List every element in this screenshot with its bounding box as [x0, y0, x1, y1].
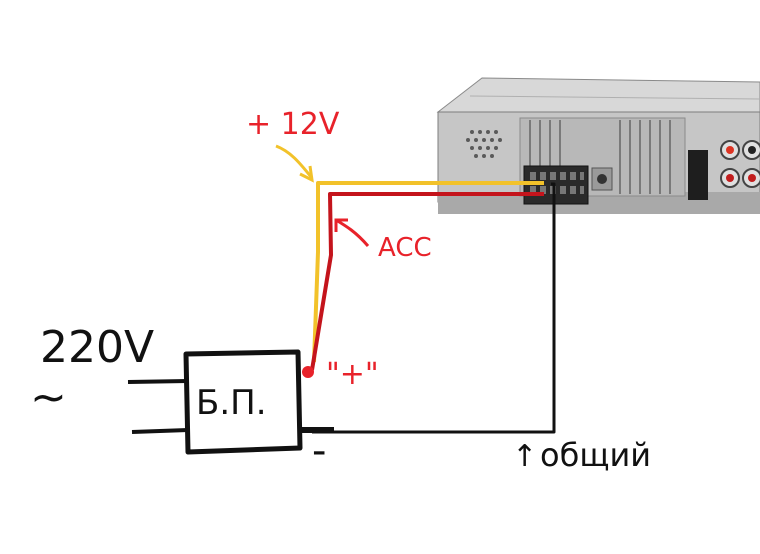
common-arrow: ↑ — [512, 439, 537, 474]
antenna-jack — [591, 167, 613, 191]
mains-voltage-label: 220V — [40, 322, 154, 373]
minus-terminal-label: - — [312, 428, 326, 474]
plus-terminal-dot — [302, 366, 314, 378]
acc-label: ACC — [378, 233, 432, 263]
red-acc-wire — [310, 192, 544, 371]
acc-arrow — [335, 218, 370, 247]
power-supply-unit: Б.П. — [127, 349, 334, 455]
output-block — [688, 150, 708, 200]
mains-ac-symbol: ~ — [30, 372, 67, 423]
plus-terminal-label: "+" — [326, 357, 379, 392]
yellow-12v-wire — [312, 181, 544, 363]
plus-12v-arrow — [275, 144, 314, 179]
mains-lead-bottom — [131, 428, 189, 434]
psu-label: Б.П. — [196, 383, 267, 423]
mains-lead-top — [127, 379, 189, 384]
rca-jacks — [720, 140, 760, 188]
black-common-wire — [312, 182, 556, 434]
vent-holes — [466, 130, 502, 158]
plus-12v-label: + 12V — [246, 107, 340, 142]
common-ground-label: общий — [540, 436, 651, 474]
